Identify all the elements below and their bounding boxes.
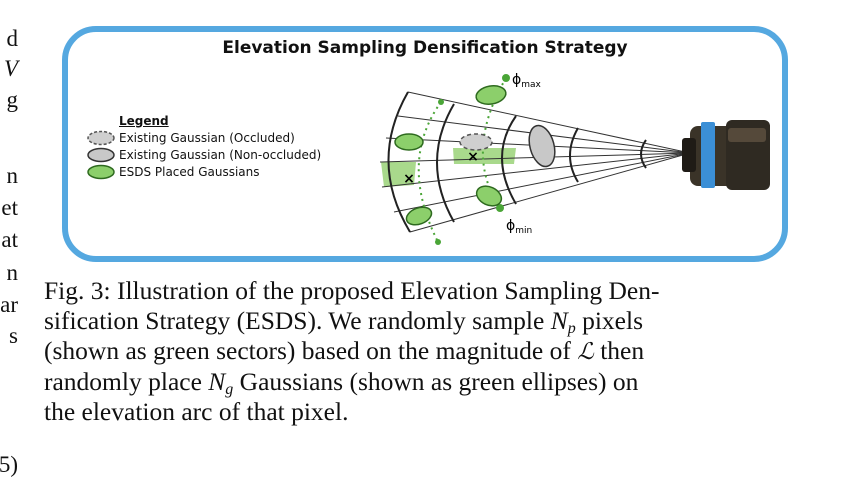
green-sector [453,148,516,164]
text-fragment: n [6,260,19,285]
legend-item: Existing Gaussian (Occluded) [86,129,321,146]
occluded-gaussian [459,133,493,151]
phi-max-label: ϕmax [512,72,542,90]
text-fragment: et [1,195,18,220]
legend-label: Existing Gaussian (Occluded) [119,130,295,145]
legend-label: Existing Gaussian (Non-occluded) [119,147,322,162]
green-ellipse-icon [87,164,115,179]
legend-title: Legend [119,114,169,128]
legend-item: ESDS Placed Gaussians [86,163,321,180]
fan-arcs [387,91,647,233]
text-fragment: n [6,163,19,188]
caption-line: sification Strategy (ESDS). We randomly … [44,306,643,337]
sector-mark: × [467,149,479,165]
sonar-fan-diagram: × × ϕmax ϕmin [379,72,770,245]
text-fragment: s [9,323,18,348]
text-fragment: V [3,56,18,81]
gray-ellipse-icon [87,147,115,162]
text-fragment: ar [0,292,18,317]
arc-endpoint [502,74,510,82]
arc-endpoint [435,239,441,245]
esds-gaussians [394,85,507,226]
caption-line: the elevation arc of that pixel. [44,397,349,426]
arc-endpoint [438,99,444,105]
non-occluded-gaussian [528,124,556,168]
legend: Legend Existing Gaussian (Occluded) Exis… [86,114,321,180]
figure-panel: Elevation Sampling Densification Strateg… [62,26,788,262]
figure-title: Elevation Sampling Densification Strateg… [222,38,628,58]
text-fragment: g [6,87,19,112]
arc-endpoint [496,204,504,212]
text-fragment: 5) [0,452,18,477]
caption-line: Fig. 3: Illustration of the proposed Ele… [44,276,660,305]
figure-caption: Fig. 3: Illustration of the proposed Ele… [44,276,804,427]
caption-line: (shown as green sectors) based on the ma… [44,336,645,365]
left-column-fragments: d V g n et at n ar s 5) [0,0,20,484]
text-fragment: d [6,26,19,51]
sector-mark: × [403,171,415,187]
text-fragment: at [1,227,18,252]
phi-min-label: ϕmin [506,218,532,236]
sonar-device-icon [682,120,770,190]
caption-line: randomly place Ng Gaussians (shown as gr… [44,367,639,398]
legend-label: ESDS Placed Gaussians [119,164,260,179]
dashed-gray-ellipse-icon [87,130,115,145]
legend-item: Existing Gaussian (Non-occluded) [86,146,321,163]
